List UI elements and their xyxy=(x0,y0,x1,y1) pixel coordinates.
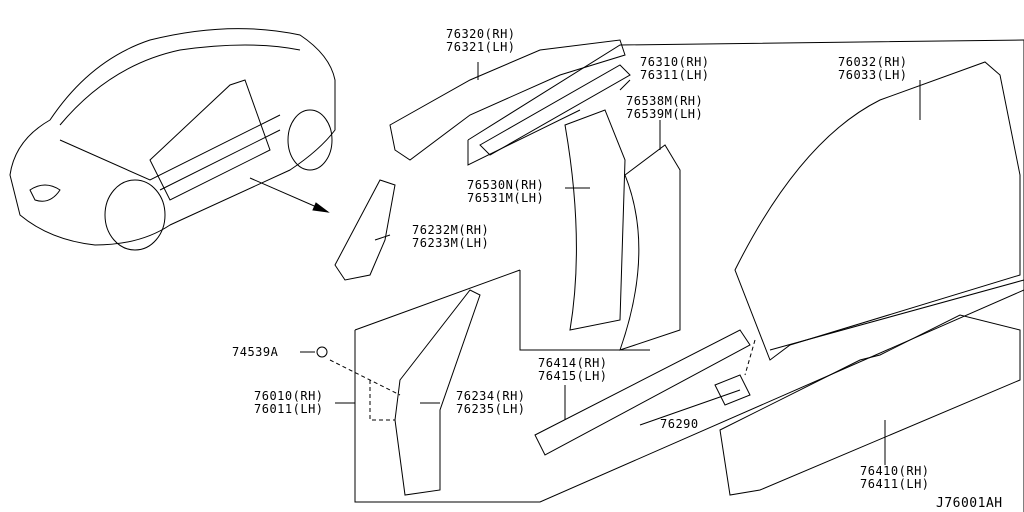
part-bracket xyxy=(714,374,751,406)
part-body-side-outer xyxy=(734,61,1021,361)
part-front-pillar xyxy=(394,289,481,496)
part-roof-rail-inner xyxy=(479,64,631,156)
label-front-pillar-upper: 76232M(RH)76233M(LH) xyxy=(412,223,490,250)
part-sill-inner xyxy=(534,329,751,456)
diagram-id: J76001AH xyxy=(936,496,1003,511)
part-center-pillar-outer xyxy=(619,144,681,351)
part-clip xyxy=(316,346,328,358)
label-roof-rail-inner: 76310(RH)76311(LH) xyxy=(640,55,710,82)
label-center-pillar-inner: 76530N(RH)76531M(LH) xyxy=(467,178,545,205)
label-bracket: 76290 xyxy=(660,417,699,431)
label-center-pillar-outer: 76538M(RH)76539M(LH) xyxy=(626,94,704,121)
label-front-pillar-inner: 76234(RH)76235(LH) xyxy=(456,389,526,416)
label-sill-inner: 76414(RH)76415(LH) xyxy=(538,356,608,383)
car-illustration xyxy=(9,28,336,251)
label-clip: 74539A xyxy=(232,345,279,359)
label-front-pillar: 76010(RH)76011(LH) xyxy=(254,389,324,416)
part-roof-rail-outer xyxy=(389,39,626,161)
label-roof-rail-outer: 76320(RH)76321(LH) xyxy=(446,27,516,54)
part-center-pillar-inner xyxy=(564,109,626,331)
label-body-side-outer: 76032(RH)76033(LH) xyxy=(838,55,908,82)
part-sill-outer xyxy=(719,314,1021,496)
label-sill-outer: 76410(RH)76411(LH) xyxy=(860,464,930,491)
part-front-pillar-upper xyxy=(334,179,396,281)
